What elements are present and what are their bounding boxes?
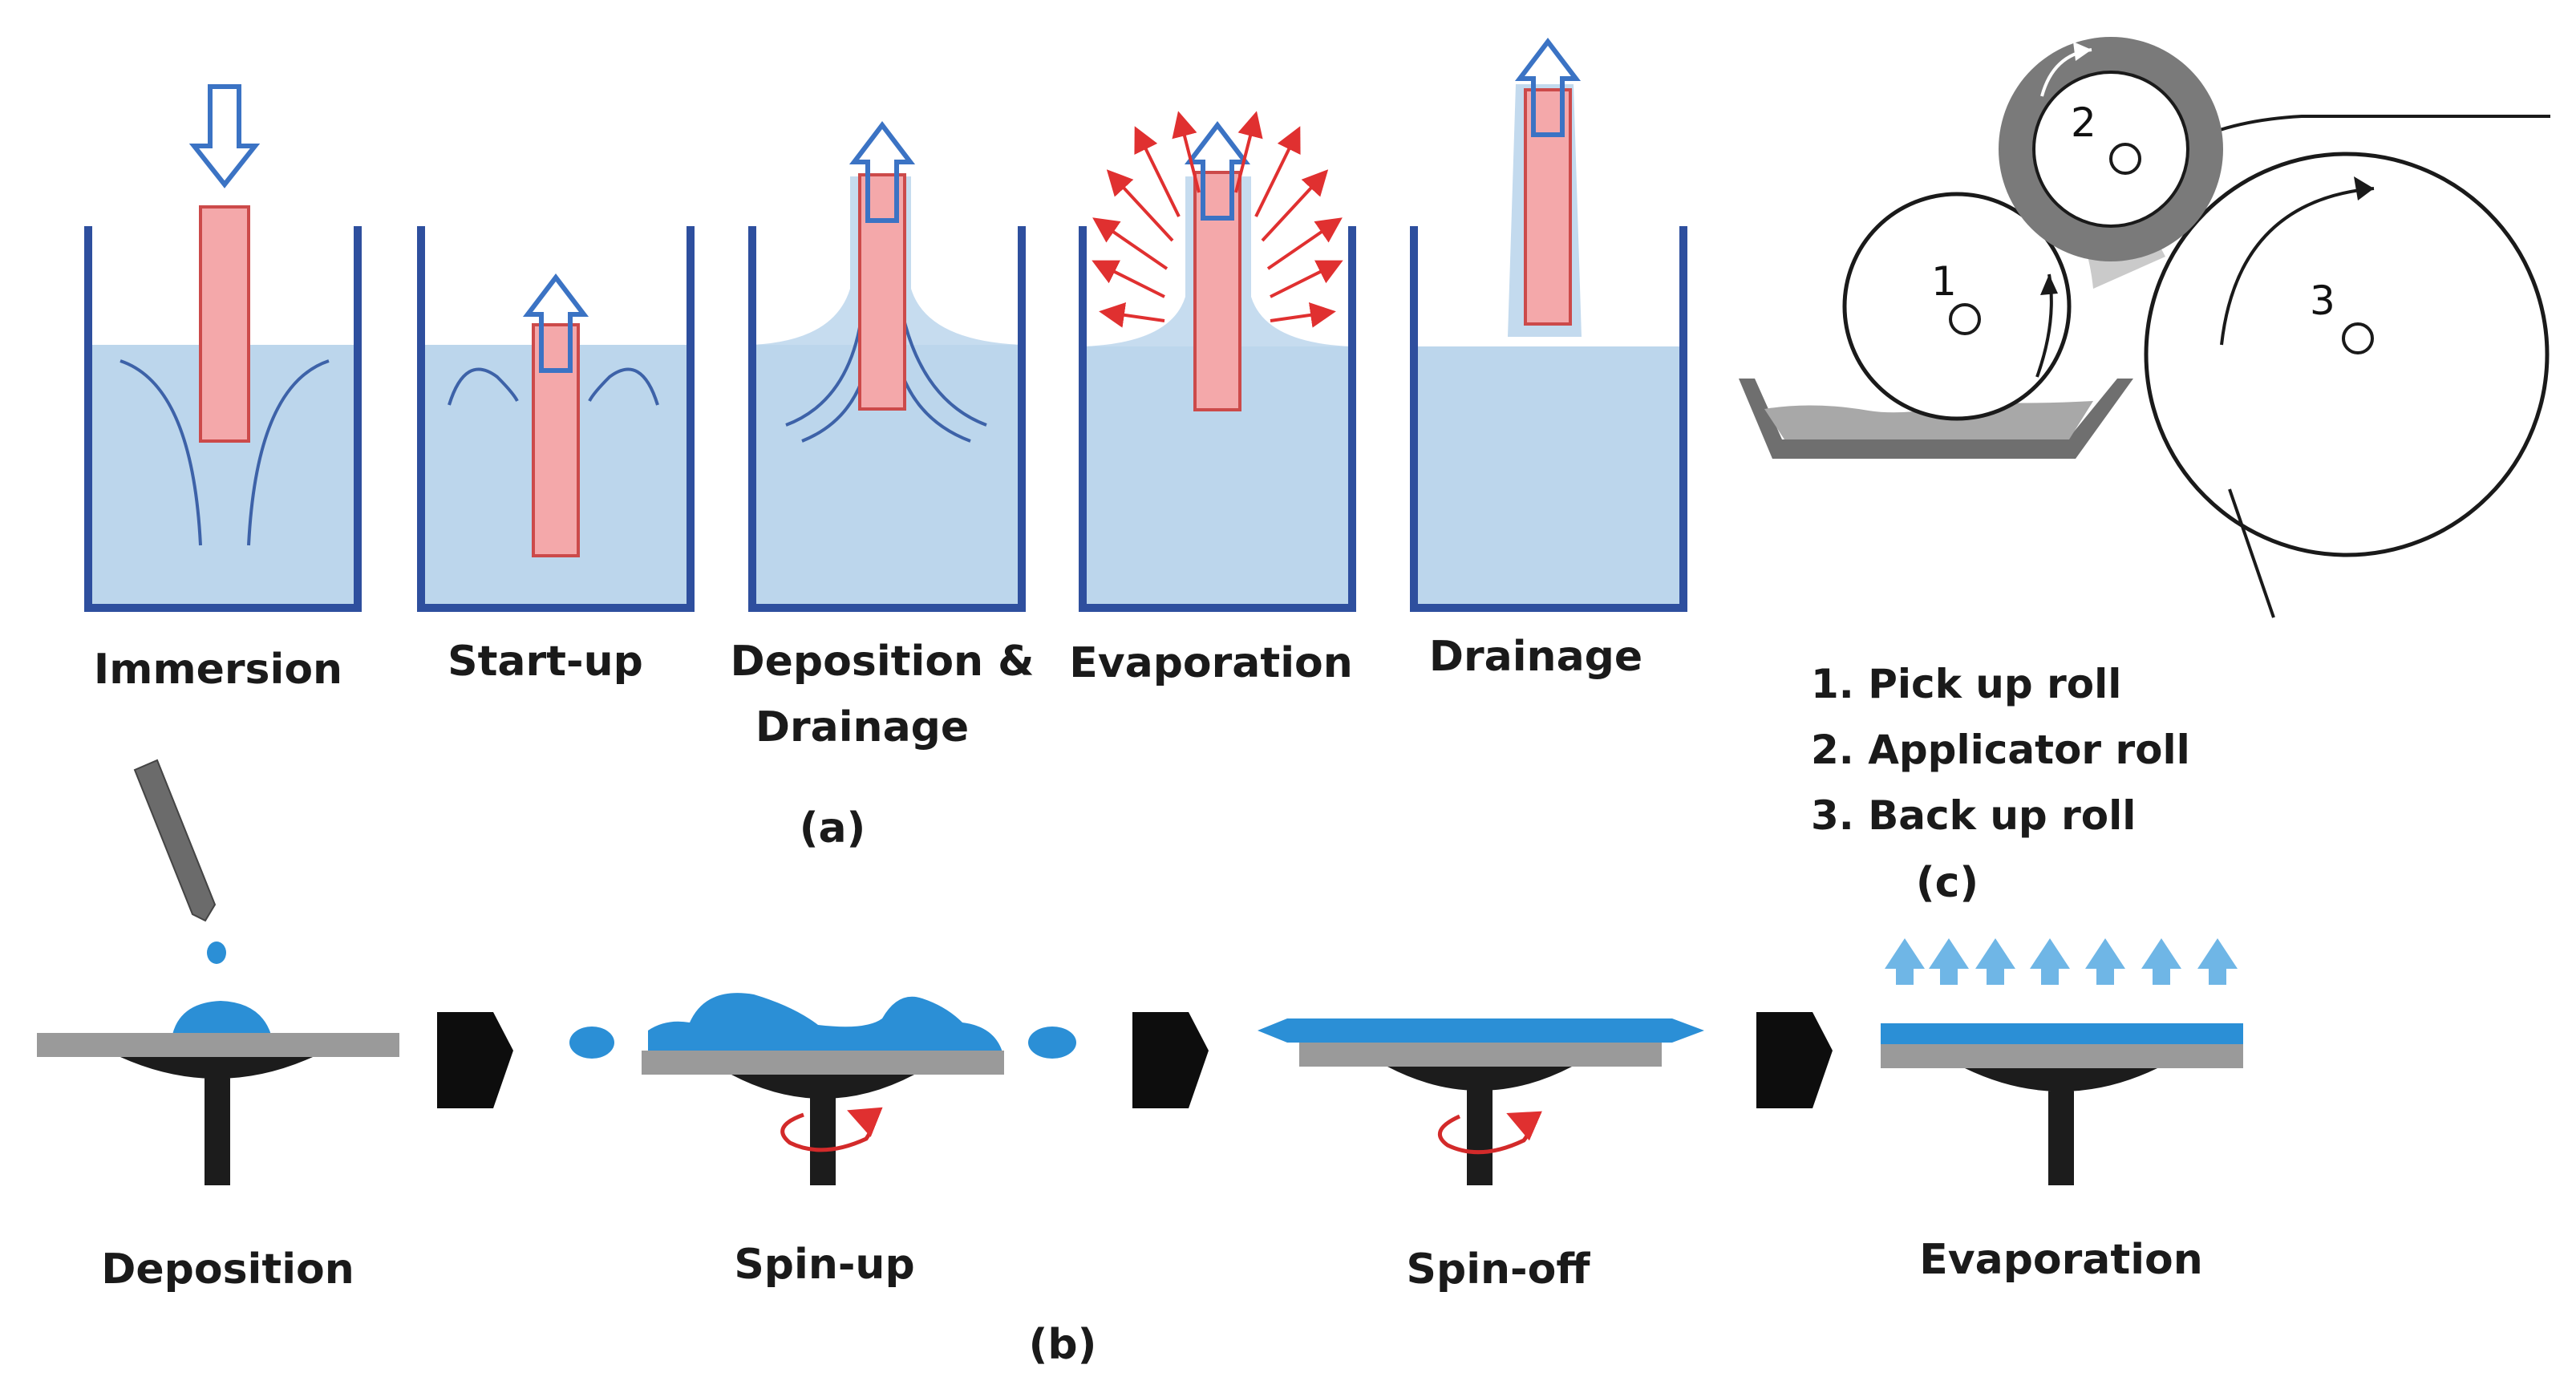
label-drainage: Drainage xyxy=(1429,633,1642,681)
substrate-plate xyxy=(642,1051,1004,1075)
label-start-up: Start-up xyxy=(448,638,643,686)
process-arrow-icon xyxy=(1132,1012,1209,1108)
roll-number-1: 1 xyxy=(1931,258,1957,305)
droplet xyxy=(207,942,226,964)
process-arrow-icon xyxy=(1756,1012,1833,1108)
chuck xyxy=(120,1057,313,1185)
step-b-evaporation xyxy=(1881,938,2243,1185)
chuck xyxy=(1965,1068,2157,1185)
flung-droplet xyxy=(569,1027,614,1059)
applicator-roll-core xyxy=(2032,71,2189,228)
step-immersion xyxy=(84,84,362,612)
substrate-plate xyxy=(37,1033,399,1057)
label-evaporation-a: Evaporation xyxy=(1069,639,1353,687)
step-evaporation xyxy=(1079,111,1356,612)
roll-axle xyxy=(1949,303,1981,335)
tank xyxy=(1079,226,1356,612)
step-drainage xyxy=(1410,38,1687,612)
coating-layer xyxy=(1881,1023,2243,1044)
step-b-spin-up xyxy=(569,993,1076,1185)
caption-c: (c) xyxy=(1916,859,1979,907)
step-start-up xyxy=(417,226,695,612)
label-b-spin-up: Spin-up xyxy=(734,1241,914,1289)
coating-liquid xyxy=(1764,401,2093,439)
tank xyxy=(748,226,1026,612)
substrate xyxy=(199,205,250,443)
arrowhead xyxy=(2354,176,2374,200)
label-drainage-line2: Drainage xyxy=(755,703,969,751)
legend-back-up-roll: 3. Back up roll xyxy=(1811,792,2136,839)
web-substrate xyxy=(2185,115,2550,146)
flung-droplet xyxy=(1028,1027,1076,1059)
label-b-spin-off: Spin-off xyxy=(1407,1245,1591,1294)
step-deposition-drainage xyxy=(748,121,1026,612)
tank xyxy=(84,226,362,612)
flow-lines xyxy=(448,367,659,406)
substrate-plate xyxy=(1299,1043,1662,1067)
chuck xyxy=(731,1075,914,1185)
coating-wave xyxy=(648,993,1002,1052)
roll-axle xyxy=(2342,322,2374,354)
roll-axle xyxy=(2109,143,2141,175)
liquid xyxy=(1414,346,1683,605)
step-b-spin-off xyxy=(1258,1018,1704,1185)
chuck xyxy=(1387,1067,1572,1185)
step-b-deposition xyxy=(37,759,399,1185)
rotation-arrow-icon xyxy=(2220,187,2375,346)
down-arrow-icon xyxy=(188,84,261,188)
legend-pick-up-roll: 1. Pick up roll xyxy=(1811,661,2121,707)
rotation-arrow-icon xyxy=(780,1107,883,1152)
coating-pan xyxy=(1739,379,2133,459)
label-immersion: Immersion xyxy=(94,646,342,694)
rotation-arrow-icon xyxy=(1437,1111,1542,1155)
coating-layer xyxy=(1258,1018,1704,1043)
up-arrow-icon xyxy=(522,273,589,373)
back-up-roll xyxy=(2144,152,2550,557)
arrowhead xyxy=(2040,274,2058,295)
dispenser-pipette-icon xyxy=(133,759,217,922)
label-b-deposition: Deposition xyxy=(101,1245,354,1294)
tank xyxy=(417,226,695,612)
flow-lines xyxy=(119,359,330,546)
substrate-plate xyxy=(1881,1044,2243,1068)
roll-number-2: 2 xyxy=(2071,99,2096,146)
caption-b: (b) xyxy=(1029,1321,1097,1369)
coating-puddle xyxy=(172,1001,271,1035)
panel-a-dip-coating: Immersion Start-up Deposition & Drainage… xyxy=(84,38,1687,852)
roll-number-3: 3 xyxy=(2310,277,2335,324)
evaporation-arrows-icon xyxy=(1092,111,1343,328)
arrowhead xyxy=(2073,42,2092,61)
web-substrate-lower xyxy=(2228,488,2275,618)
caption-a: (a) xyxy=(800,804,866,852)
legend-applicator-roll: 2. Applicator roll xyxy=(1811,727,2190,773)
vapor-arrows-icon xyxy=(1885,938,2238,985)
up-arrow-icon xyxy=(1514,38,1582,137)
up-arrow-icon xyxy=(849,121,916,223)
panel-b-spin-coating: Deposition Spin-up Spin-off Evaporation … xyxy=(37,759,2243,1369)
label-deposition-amp: Deposition & xyxy=(730,638,1034,686)
process-arrow-icon xyxy=(437,1012,513,1108)
panel-c-roll-coating: 1 2 3 1. Pick up roll 2. Applicator roll… xyxy=(1739,37,2550,907)
flow-lines xyxy=(785,312,987,443)
up-arrow-icon xyxy=(1184,121,1251,221)
label-b-evaporation: Evaporation xyxy=(1919,1236,2203,1284)
tank xyxy=(1410,226,1687,612)
